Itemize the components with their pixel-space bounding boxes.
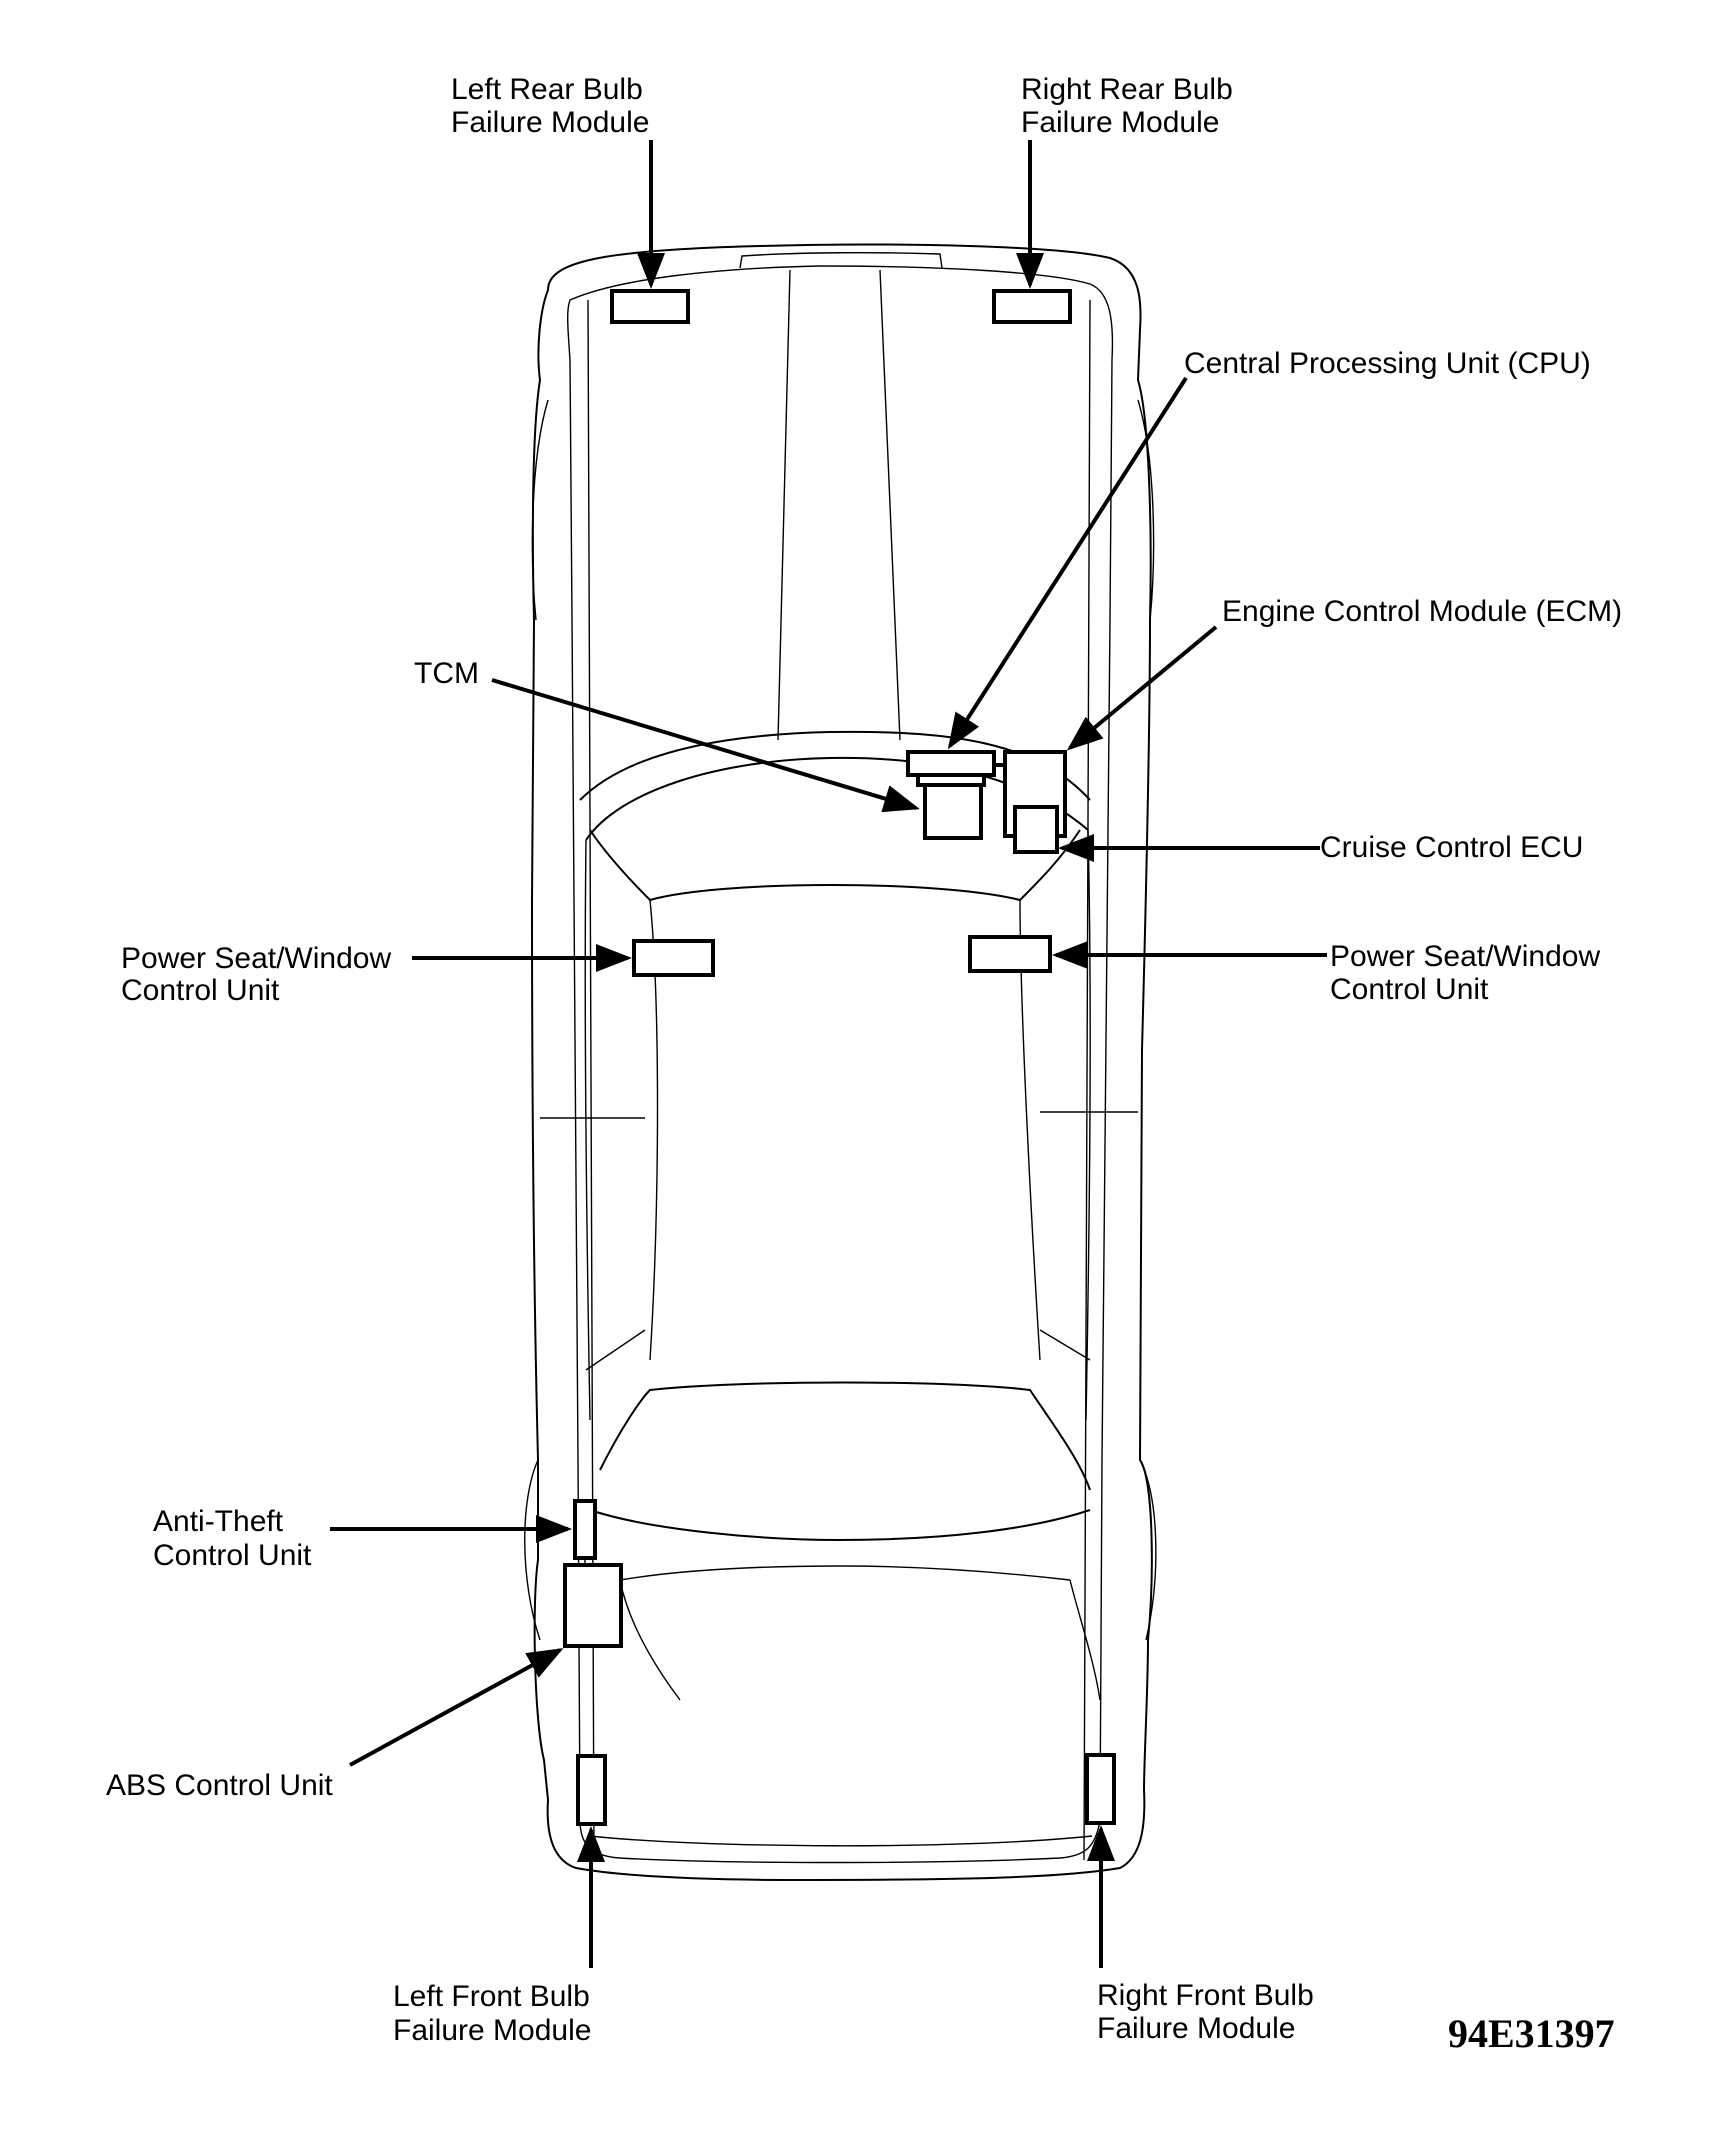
tcm-label: TCM xyxy=(414,657,479,690)
leader-arrows xyxy=(330,140,1327,1968)
right-power-seat-label: Power Seat/Window Control Unit xyxy=(1330,940,1608,1006)
cruise-ecu-module xyxy=(1013,805,1059,854)
cruise-ecu-label: Cruise Control ECU xyxy=(1320,831,1583,864)
anti-theft-module xyxy=(573,1499,597,1560)
left-front-bulb-module xyxy=(576,1754,607,1826)
vehicle-outline xyxy=(524,243,1157,1882)
right-power-seat-module xyxy=(968,935,1052,973)
cpu-label: Central Processing Unit (CPU) xyxy=(1184,347,1591,380)
right-rear-bulb-module xyxy=(992,289,1072,324)
modules xyxy=(563,289,1116,1826)
anti-theft-label: Anti-Theft Control Unit xyxy=(153,1505,312,1572)
cpu-module xyxy=(906,750,996,777)
left-front-bulb-label: Left Front Bulb Failure Module xyxy=(393,1980,598,2047)
left-rear-bulb-label: Left Rear Bulb Failure Module xyxy=(451,73,651,139)
left-power-seat-module xyxy=(632,939,715,977)
abs-module xyxy=(563,1563,623,1648)
right-rear-bulb-label: Right Rear Bulb Failure Module xyxy=(1021,73,1241,139)
abs-label: ABS Control Unit xyxy=(106,1769,333,1802)
ecm-label: Engine Control Module (ECM) xyxy=(1222,595,1622,628)
left-power-seat-label: Power Seat/Window Control Unit xyxy=(121,942,399,1007)
tcm-module xyxy=(923,783,983,840)
left-rear-bulb-module xyxy=(610,289,690,324)
figure-code: 94E31397 xyxy=(1448,2011,1615,2056)
right-front-bulb-module xyxy=(1085,1753,1116,1825)
right-front-bulb-label: Right Front Bulb Failure Module xyxy=(1097,1979,1322,2045)
labels: Left Rear Bulb Failure Module Right Rear… xyxy=(106,73,1622,2056)
